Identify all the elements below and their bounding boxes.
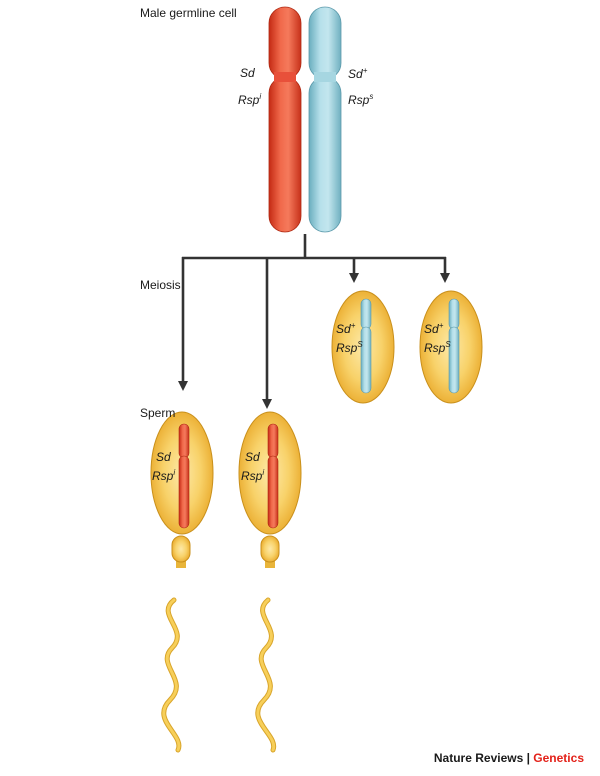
parent-right-allele-sd: Sd+ bbox=[348, 66, 368, 81]
meiotic-cell-2-sd: Sd+ bbox=[424, 321, 444, 336]
meiotic-cell-1 bbox=[331, 290, 395, 404]
sperm-cell-2-rsp: Rspi bbox=[241, 468, 265, 483]
credit-separator: | bbox=[523, 751, 534, 765]
title-male-germline-cell: Male germline cell bbox=[140, 6, 237, 20]
parent-right-allele-rsp: Rsps bbox=[348, 92, 374, 107]
sperm-cell-2-genes: Sd Rspi bbox=[241, 446, 264, 484]
meiotic-cell-2 bbox=[419, 290, 483, 404]
credit-journal: Nature Reviews bbox=[433, 751, 524, 765]
credit-section: Genetics bbox=[533, 751, 584, 765]
sperm-cell-1-sd: Sd bbox=[156, 450, 171, 464]
parent-left-allele-sd: Sd bbox=[240, 66, 255, 80]
meiotic-cell-2-genes: Sd+ RspS bbox=[424, 318, 451, 356]
label-meiosis: Meiosis bbox=[140, 278, 181, 292]
parent-red-chromosome bbox=[268, 6, 302, 233]
sperm-cell-2 bbox=[238, 411, 302, 753]
journal-credit: Nature Reviews | Genetics bbox=[434, 751, 584, 765]
meiotic-cell-2-rsp: RspS bbox=[424, 340, 451, 355]
sperm-cell-2-sd: Sd bbox=[245, 450, 260, 464]
meiotic-cell-1-rsp: RspS bbox=[336, 340, 363, 355]
parent-blue-chromosome bbox=[308, 6, 342, 233]
sperm-cell-1 bbox=[150, 411, 214, 753]
sperm-cell-1-genes: Sd Rspi bbox=[152, 446, 175, 484]
meiosis-arrows bbox=[178, 234, 450, 409]
meiotic-cell-1-genes: Sd+ RspS bbox=[336, 318, 363, 356]
parent-left-allele-rsp: Rspi bbox=[238, 92, 262, 107]
label-sperm: Sperm bbox=[140, 406, 176, 420]
meiotic-cell-1-sd: Sd+ bbox=[336, 321, 356, 336]
sperm-cell-1-rsp: Rspi bbox=[152, 468, 176, 483]
